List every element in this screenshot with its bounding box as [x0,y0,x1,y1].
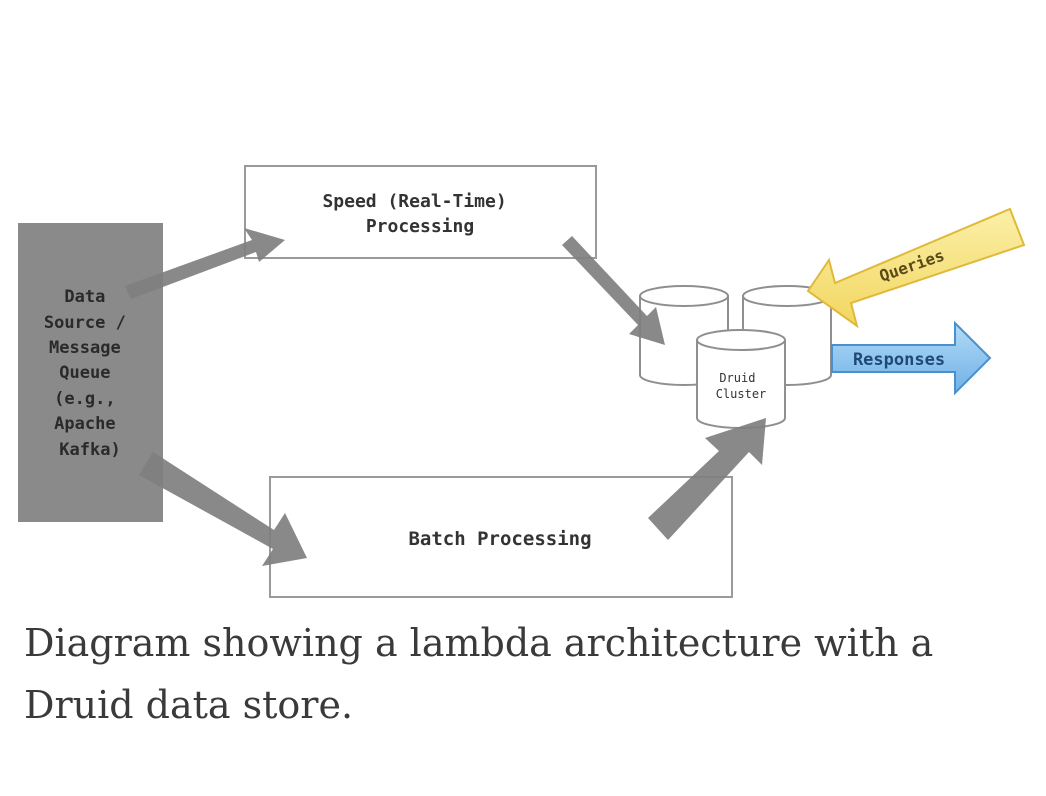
arrow-source-to-speed [125,228,285,299]
batch-processing-label: Batch Processing [408,528,591,550]
figure-caption: Diagram showing a lambda architecture wi… [24,621,934,727]
data-source-label: Data Source / Message Queue (e.g., Apach… [44,287,136,460]
cluster-cylinder-front [696,329,786,429]
arrow-batch-to-cluster [648,418,766,540]
druid-cluster-label: Druid Cluster [716,371,767,401]
batch-processing-node: Batch Processing [269,476,733,598]
arrow-speed-to-cluster [562,236,665,345]
druid-cluster-node [639,285,832,429]
queries-arrow: Queries [806,207,1026,329]
speed-processing-label: Speed (Real-Time) Processing [322,191,517,237]
data-source-node: Data Source / Message Queue (e.g., Apach… [18,223,163,522]
responses-arrow: Responses [831,320,992,396]
arrow-source-to-batch [139,452,307,566]
responses-label: Responses [853,350,945,370]
speed-processing-node: Speed (Real-Time) Processing [244,165,597,259]
lambda-architecture-diagram: Data Source / Message Queue (e.g., Apach… [18,165,1026,598]
